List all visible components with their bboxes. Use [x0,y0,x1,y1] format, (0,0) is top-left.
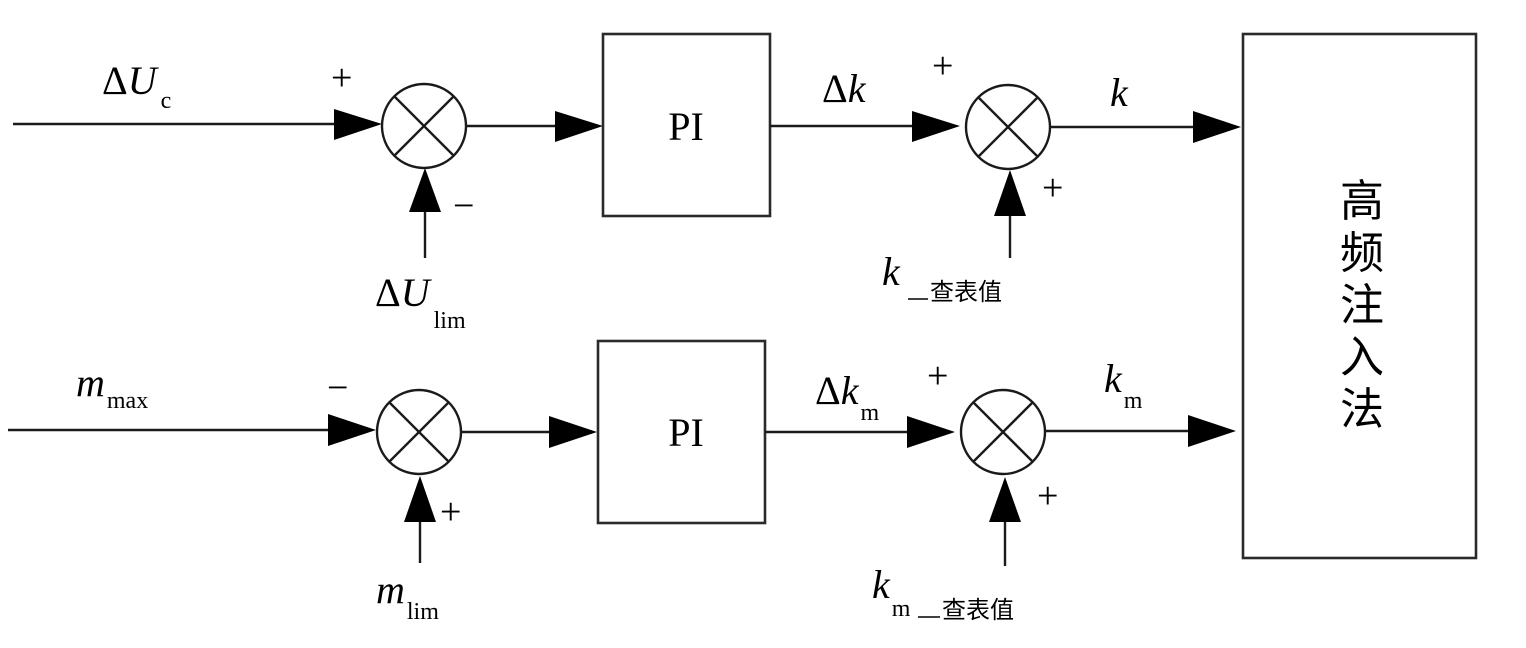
label-km-lookup: km [872,562,911,622]
arrow-icon [328,414,376,446]
hf-injection-block: 高 频 注 入 法 [1241,32,1478,560]
hf-char: 频 [1340,228,1384,279]
arrow-icon [989,477,1021,522]
hf-char: 入 [1340,332,1384,383]
pi-label: PI [668,104,704,149]
arrow-icon [549,416,597,448]
label-delta-ulim: ΔUlim [375,270,466,334]
label-delta-km: Δkm [815,368,880,426]
hf-char: 注 [1340,280,1384,331]
junction-cross [978,97,1038,157]
hf-char: 法 [1340,384,1384,435]
junction-cross [389,402,449,462]
bottom-loop: PI mmax − + mlim Δkm + + km km 查表值 [8,339,1236,625]
pi-block-top [601,32,772,218]
label-k-lookup: k [882,249,901,294]
sign-plus: + [1037,475,1058,517]
pi-block-bottom [596,339,767,525]
arrow-icon [555,111,603,142]
label-m-lim: mlim [376,567,439,625]
sign-plus: + [1042,167,1063,209]
label-k: k [1110,70,1129,115]
label-km: km [1104,356,1143,414]
arrow-icon [404,476,436,522]
sign-plus: + [331,57,352,99]
sign-plus: + [927,355,948,397]
arrow-icon [334,109,382,140]
hf-char: 高 [1340,176,1384,227]
sign-minus: − [327,367,348,409]
label-lookup-value: 查表值 [942,596,1014,624]
pi-label: PI [668,410,704,455]
arrow-icon [912,111,960,142]
junction-cross [394,96,454,156]
label-m-max: mmax [76,360,148,414]
arrow-icon [1193,111,1241,143]
hf-injection-box [1241,32,1478,560]
sign-minus: − [453,185,474,227]
arrow-icon [1188,415,1236,447]
arrow-icon [994,170,1026,216]
sign-plus: + [932,45,953,87]
sign-plus: + [440,491,461,533]
label-lookup-value: 查表值 [930,278,1002,306]
label-delta-k: Δk [822,66,867,111]
junction-cross [973,402,1033,462]
arrow-icon [907,416,955,448]
arrow-icon [409,168,441,212]
